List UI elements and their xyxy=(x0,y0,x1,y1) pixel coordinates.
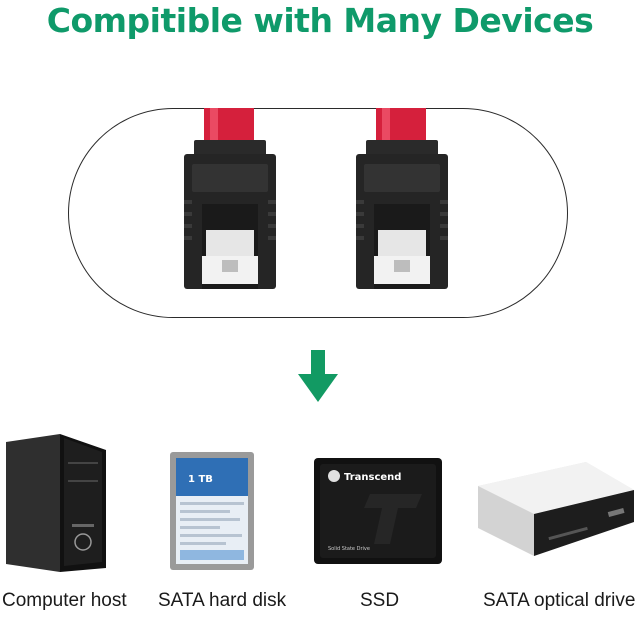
sata-optical-drive-image xyxy=(478,462,634,556)
down-arrow-icon xyxy=(298,350,338,402)
sata-connector-right xyxy=(356,108,448,289)
hard-disk-capacity: 1 TB xyxy=(188,474,213,485)
ssd-image: Transcend Solid State Drive xyxy=(314,458,442,564)
device-label-sata-hard-disk: SATA hard disk xyxy=(158,590,287,611)
sata-hard-disk-image: 1 TB xyxy=(170,452,254,570)
ssd-brand: Transcend xyxy=(344,472,401,483)
ssd-subtitle: Solid State Drive xyxy=(328,546,370,552)
device-label-ssd: SSD xyxy=(360,590,400,611)
connector-showcase xyxy=(68,108,568,318)
device-label-sata-optical-drive: SATA optical drive xyxy=(483,590,636,611)
computer-host-image xyxy=(6,434,106,572)
page-title: Compitible with Many Devices xyxy=(46,1,594,40)
sata-connector-left xyxy=(184,108,276,289)
device-label-computer-host: Computer host xyxy=(2,590,127,611)
